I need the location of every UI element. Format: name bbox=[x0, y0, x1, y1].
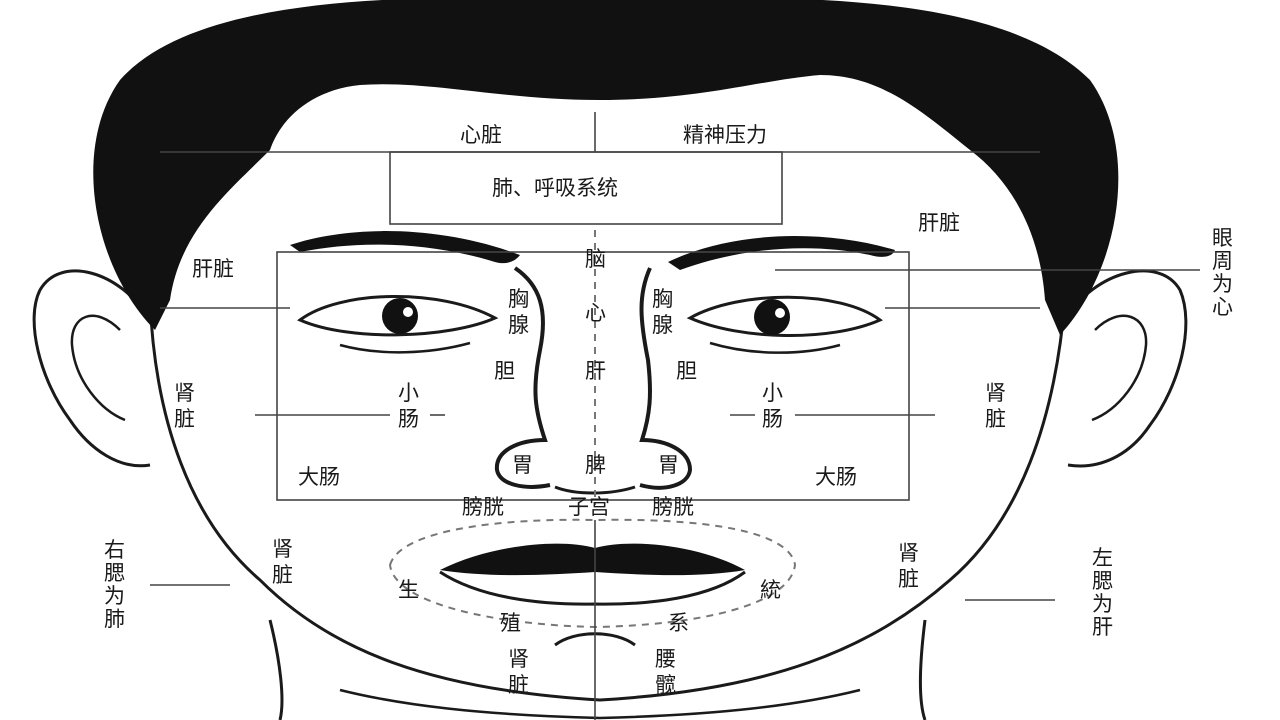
neck-left-line bbox=[268, 619, 284, 720]
label-reproductive-1: 生 bbox=[398, 578, 419, 602]
pupil-right bbox=[754, 299, 790, 335]
label-chest-right: 胸 腺 bbox=[652, 287, 673, 337]
pupil-left bbox=[382, 298, 418, 334]
label-left-cheek-liver-1: 左 bbox=[1092, 546, 1113, 570]
label-large-intestine-right: 大肠 bbox=[815, 465, 857, 489]
label-chest-left-2: 腺 bbox=[508, 313, 529, 337]
label-eye-area-heart-4: 心 bbox=[1212, 295, 1233, 319]
lung-box bbox=[389, 151, 783, 225]
label-right-cheek-lung: 右 腮 为 肺 bbox=[104, 538, 125, 631]
label-reproductive-3: 系 bbox=[668, 611, 689, 635]
label-right-cheek-lung-4: 肺 bbox=[104, 607, 125, 631]
label-left-cheek-liver-4: 肝 bbox=[1092, 615, 1113, 639]
label-spleen: 脾 bbox=[585, 453, 606, 477]
label-kidney-lower-right: 肾 脏 bbox=[898, 541, 919, 591]
label-stomach-right: 胃 bbox=[658, 453, 679, 477]
ear-right-inner bbox=[1091, 314, 1148, 422]
inner-face-frame bbox=[276, 251, 910, 501]
chin-lower-line bbox=[339, 688, 861, 720]
pupil-right-highlight bbox=[775, 308, 785, 318]
label-liver-center: 肝 bbox=[585, 359, 606, 383]
hair bbox=[93, 0, 1119, 335]
label-small-intestine-left-1: 小 bbox=[398, 381, 419, 405]
label-eye-area-heart-2: 周 bbox=[1212, 249, 1233, 273]
label-brain: 脑 bbox=[585, 247, 606, 271]
label-kidney-chin: 肾 脏 bbox=[508, 647, 529, 697]
neck-right-line bbox=[918, 619, 927, 720]
upper-lip bbox=[440, 543, 745, 576]
label-small-intestine-left-2: 肠 bbox=[398, 407, 419, 431]
label-liver-upper-left: 肝脏 bbox=[192, 257, 234, 281]
label-eye-area-heart: 眼 周 为 心 bbox=[1212, 226, 1233, 319]
label-bladder-left: 膀胱 bbox=[462, 495, 504, 519]
label-bladder-right: 膀胱 bbox=[652, 495, 694, 519]
label-right-cheek-lung-1: 右 bbox=[104, 538, 125, 562]
label-eye-area-heart-3: 为 bbox=[1212, 272, 1233, 296]
label-liver-upper-right: 肝脏 bbox=[918, 211, 960, 235]
nose-bottom bbox=[554, 485, 636, 495]
label-lung-respiratory: 肺、呼吸系统 bbox=[492, 176, 618, 200]
label-chest-left: 胸 腺 bbox=[508, 287, 529, 337]
label-kidney-chin-2: 脏 bbox=[508, 673, 529, 697]
label-kidney-right-2: 脏 bbox=[985, 407, 1006, 431]
reproductive-ellipse bbox=[388, 518, 797, 629]
lower-lip bbox=[439, 570, 746, 606]
eye-left-lower-lid bbox=[339, 341, 471, 354]
label-kidney-lower-right-1: 肾 bbox=[898, 541, 919, 565]
label-left-cheek-liver-2: 腮 bbox=[1092, 569, 1113, 593]
eye-right bbox=[686, 295, 883, 338]
label-right-cheek-lung-2: 腮 bbox=[104, 561, 125, 585]
label-stomach-left: 胃 bbox=[512, 453, 533, 477]
label-small-intestine-right: 小 肠 bbox=[762, 381, 783, 431]
label-kidney-left: 肾 脏 bbox=[174, 381, 195, 431]
label-small-intestine-left: 小 肠 bbox=[398, 381, 419, 431]
label-gallbladder-right: 胆 bbox=[676, 359, 697, 383]
nose-right bbox=[639, 267, 693, 490]
ear-left bbox=[32, 269, 152, 468]
label-large-intestine-left: 大肠 bbox=[298, 465, 340, 489]
label-right-cheek-lung-3: 为 bbox=[104, 584, 125, 608]
label-chest-left-1: 胸 bbox=[508, 287, 529, 311]
label-left-cheek-liver: 左 腮 为 肝 bbox=[1092, 546, 1113, 639]
nose-left bbox=[494, 266, 551, 489]
label-chest-right-1: 胸 bbox=[652, 287, 673, 311]
label-left-cheek-liver-3: 为 bbox=[1092, 592, 1113, 616]
label-uterus: 子宫 bbox=[568, 495, 610, 519]
eyebrow-left bbox=[290, 231, 520, 264]
label-eye-area-heart-1: 眼 bbox=[1212, 226, 1233, 250]
label-small-intestine-right-1: 小 bbox=[762, 381, 783, 405]
eyebrow-right bbox=[668, 236, 895, 270]
label-small-intestine-right-2: 肠 bbox=[762, 407, 783, 431]
label-kidney-right-1: 肾 bbox=[985, 381, 1006, 405]
ear-right bbox=[1063, 269, 1188, 468]
label-kidney-chin-1: 肾 bbox=[508, 647, 529, 671]
label-kidney-left-2: 脏 bbox=[174, 407, 195, 431]
face-outline bbox=[148, 299, 1067, 702]
label-kidney-lower-left-2: 脏 bbox=[272, 563, 293, 587]
ear-left-inner bbox=[70, 314, 126, 422]
pupil-left-highlight bbox=[403, 307, 413, 317]
label-chest-right-2: 腺 bbox=[652, 313, 673, 337]
label-waist-chin: 腰 髋 bbox=[655, 647, 676, 697]
label-waist-chin-2: 髋 bbox=[655, 673, 676, 697]
eye-left bbox=[297, 295, 499, 337]
label-heart-center: 心 bbox=[585, 301, 606, 325]
label-waist-chin-1: 腰 bbox=[655, 647, 676, 671]
label-kidney-right: 肾 脏 bbox=[985, 381, 1006, 431]
label-gallbladder-left: 胆 bbox=[494, 359, 515, 383]
label-reproductive-2: 殖 bbox=[500, 611, 521, 635]
label-kidney-lower-left: 肾 脏 bbox=[272, 537, 293, 587]
label-reproductive-4: 統 bbox=[760, 578, 781, 602]
eye-right-lower-lid bbox=[709, 341, 841, 354]
label-kidney-lower-left-1: 肾 bbox=[272, 537, 293, 561]
label-kidney-lower-right-2: 脏 bbox=[898, 567, 919, 591]
label-kidney-left-1: 肾 bbox=[174, 381, 195, 405]
label-mental-stress: 精神压力 bbox=[683, 123, 767, 147]
label-heart-forehead: 心脏 bbox=[460, 123, 502, 147]
